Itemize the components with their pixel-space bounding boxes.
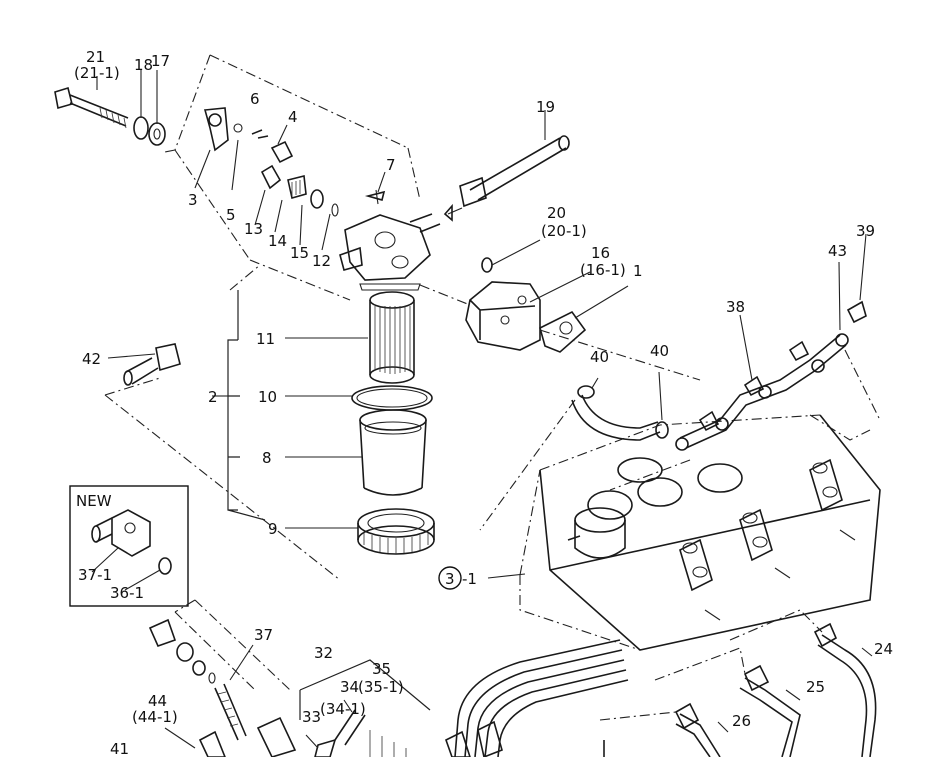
injector-1 xyxy=(679,538,713,592)
label-20: 20 xyxy=(547,204,566,222)
label-40-clamp: 40 xyxy=(650,342,669,360)
label-7: 7 xyxy=(386,156,396,174)
label-41: 41 xyxy=(110,740,129,757)
label-3-1-suffix: -1 xyxy=(462,570,477,588)
injector-2 xyxy=(739,508,773,562)
label-26: 26 xyxy=(732,712,751,730)
label-33: 33 xyxy=(302,708,321,726)
label-21: 21 xyxy=(86,48,105,66)
label-43: 43 xyxy=(828,242,847,260)
label-17: 17 xyxy=(151,52,170,70)
injector-fittings xyxy=(148,599,297,757)
label-37: 37 xyxy=(254,626,273,644)
label-5: 5 xyxy=(226,206,236,224)
ref-circle xyxy=(438,566,462,590)
hose-clip xyxy=(104,343,341,581)
label-2: 2 xyxy=(208,388,218,406)
label-16-1: (16-1) xyxy=(580,261,626,279)
label-44-1: (44-1) xyxy=(132,708,178,726)
label-3: 3 xyxy=(188,191,198,209)
label-35-1: (35-1) xyxy=(358,678,404,696)
injection-pipes xyxy=(445,609,877,757)
label-8: 8 xyxy=(262,449,272,467)
label-20-1: (20-1) xyxy=(541,222,587,240)
label-39: 39 xyxy=(856,222,875,240)
pipe-clamp-group xyxy=(299,659,431,757)
label-25: 25 xyxy=(806,678,825,696)
label-37-1: 37-1 xyxy=(78,566,112,584)
banjo-fittings-group xyxy=(164,54,441,301)
bolt-assembly xyxy=(54,70,166,146)
fuel-hose xyxy=(443,110,570,222)
label-34-1: (34-1) xyxy=(320,700,366,718)
new-part-box xyxy=(69,485,189,607)
label-42: 42 xyxy=(82,350,101,368)
label-32: 32 xyxy=(314,644,333,662)
label-15: 15 xyxy=(290,244,309,262)
filter-cartridge xyxy=(285,291,415,384)
label-34: 34 xyxy=(340,678,359,696)
label-10: 10 xyxy=(258,388,277,406)
label-36-1: 36-1 xyxy=(110,584,144,602)
engine-cylinder-head xyxy=(519,414,881,651)
label-38: 38 xyxy=(726,298,745,316)
filter-bowl xyxy=(285,409,427,496)
label-circled-3: 3 xyxy=(445,570,455,588)
label-44: 44 xyxy=(148,692,167,710)
label-24: 24 xyxy=(874,640,893,658)
label-40-hose: 40 xyxy=(590,348,609,366)
label-4: 4 xyxy=(288,108,298,126)
ring-nut xyxy=(285,508,435,555)
label-new: NEW xyxy=(76,492,112,510)
label-11: 11 xyxy=(256,330,275,348)
label-9: 9 xyxy=(268,520,278,538)
mounting-bracket xyxy=(419,239,701,381)
label-14: 14 xyxy=(268,232,287,250)
label-35: 35 xyxy=(372,660,391,678)
label-18: 18 xyxy=(134,56,153,74)
injector-3 xyxy=(809,458,843,512)
label-21-1: (21-1) xyxy=(74,64,120,82)
label-1: 1 xyxy=(633,262,643,280)
leak-off-hose xyxy=(479,371,669,531)
label-6: 6 xyxy=(250,90,260,108)
label-12: 12 xyxy=(312,252,331,270)
label-19: 19 xyxy=(536,98,555,116)
label-13: 13 xyxy=(244,220,263,238)
label-16: 16 xyxy=(591,244,610,262)
o-ring xyxy=(285,385,433,411)
fuel-return-pipe xyxy=(609,233,881,491)
